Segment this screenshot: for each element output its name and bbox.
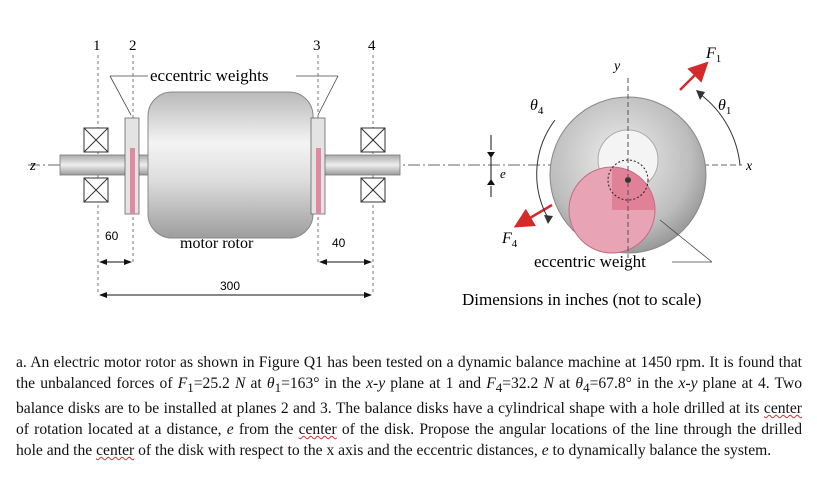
theta1-arc-arrow [696,90,705,100]
plane-label-1: 1 [93,38,101,54]
label-motor-rotor: motor rotor [180,235,254,252]
leader-ew-right2 [317,75,339,116]
problem-text-1: a. An electric motor rotor as shown in F… [16,354,802,392]
f1-symbol: F [177,375,188,392]
plane-label-3: 3 [313,38,321,54]
dim-label-40: 40 [332,236,346,250]
problem-text-11: from the [233,421,299,439]
dim-label-60: 60 [105,229,119,243]
problem-statement: a. An electric motor rotor as shown in F… [16,352,802,461]
unit-n-1: N [234,375,246,392]
problem-text-5: plane at 1 and [385,375,487,392]
label-eccentric-weight: eccentric weight [534,252,646,271]
motor-rotor-body [147,91,314,239]
unit-n-2: N [543,375,554,392]
bearing-left [83,127,109,203]
leader-ew-left2 [109,75,132,116]
axis-label-z: z [29,158,36,174]
axis-label-x: x [745,159,753,174]
figure-q1: 1 2 3 4 eccentric weights z motor rotor … [28,38,753,309]
theta4-arc [536,119,556,219]
word-center-3: center [96,442,135,460]
dim-e-bottom-arrow [487,179,495,185]
force-arrow-f1 [679,61,709,91]
theta4-subscript: 4 [583,380,590,396]
problem-text-3: at [245,375,267,392]
disk-3-hole [316,148,321,214]
theta1-arc [699,93,741,166]
problem-text-12: of the disk. Propose the angular locatio… [16,421,802,460]
label-theta4: θ4 [530,97,544,117]
word-center-2: center [298,421,337,439]
problem-text-14: to dynamically balance the system. [548,442,772,460]
theta4-arc-arrow [544,215,553,224]
plane-label-2: 2 [129,38,137,54]
label-e: e [500,166,506,181]
theta1-subscript: 1 [274,380,282,396]
xy-plane-1: x-y [366,375,386,392]
theta4-symbol: θ [575,375,584,392]
label-theta1: θ1 [718,97,731,117]
label-f4: F4 [501,230,518,250]
axis-label-y: y [612,59,621,74]
force-arrow-f4 [513,203,553,228]
problem-text-4: =163° in the [281,375,367,392]
problem-text-8: =67.8° in the [589,375,679,392]
f4-subscript: 4 [495,380,503,396]
bearing-right [360,127,386,203]
center-point [625,177,631,183]
problem-text-9: plane at 4. Two balance disks are to be … [16,375,803,418]
label-eccentric-weights: eccentric weights [150,66,268,85]
disk-2-hole [130,148,135,214]
word-center-1: center [763,400,802,418]
f4-symbol: F [486,375,496,392]
dim-label-300: 300 [220,279,240,293]
problem-text-7: at [553,375,576,392]
e-symbol-2: e [541,442,549,460]
problem-text-13: of the disk with respect to the x axis a… [134,442,542,460]
theta1-symbol: θ [266,375,275,392]
leader-ew-end2 [659,219,713,263]
problem-text-6: =32.2 [502,375,544,392]
xy-plane-2: x-y [678,375,698,392]
dim-e-top-arrow [487,152,495,158]
label-f1: F1 [705,45,721,65]
problem-text-2: =25.2 [193,375,235,392]
figure-caption: Dimensions in inches (not to scale) [462,290,701,309]
f1-subscript: 1 [187,380,194,396]
e-symbol-1: e [226,421,234,439]
plane-label-4: 4 [368,38,376,54]
problem-text-10: of rotation located at a distance, [16,421,227,439]
